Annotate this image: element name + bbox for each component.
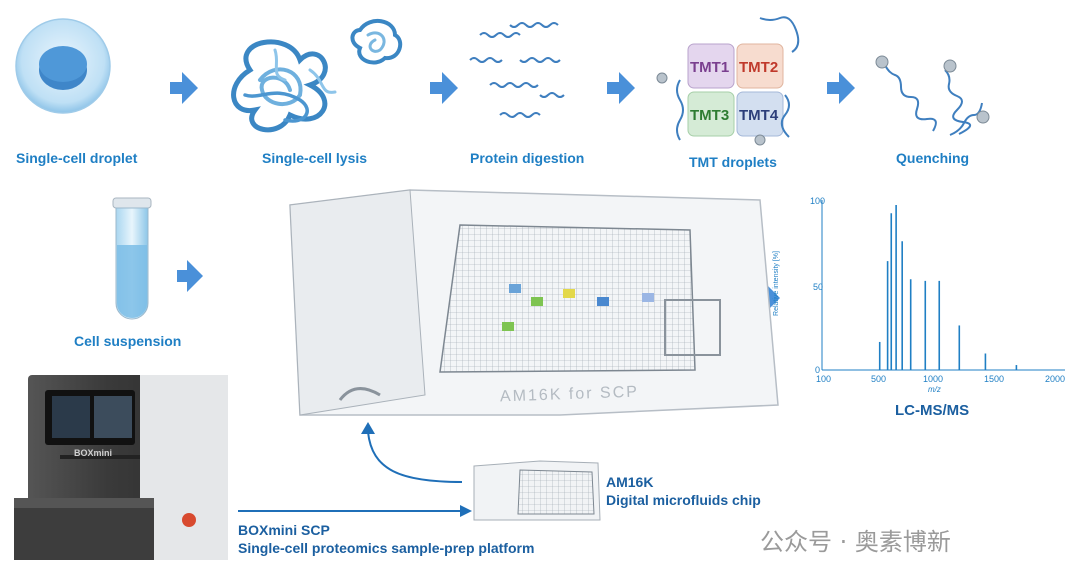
tmt3-tag: TMT3 — [690, 107, 730, 124]
platform-description: Single-cell proteomics sample-prep platf… — [238, 540, 535, 556]
tmt2-tag: TMT2 — [739, 59, 779, 76]
label-protein-digestion: Protein digestion — [470, 150, 585, 166]
y-tick-50: 50 — [813, 282, 824, 292]
tmt1-tag: TMT1 — [690, 59, 730, 76]
label-single-cell-droplet: Single-cell droplet — [16, 150, 138, 166]
chip-description: Digital microfluids chip — [606, 492, 761, 508]
spectrum-x-label: m/z — [928, 385, 941, 394]
quenching-illustration — [875, 55, 990, 136]
label-cell-suspension: Cell suspension — [74, 333, 182, 349]
label-quenching: Quenching — [896, 150, 970, 166]
test-tube — [112, 197, 152, 320]
curved-arrow-head — [361, 422, 375, 434]
boxmini-machine — [14, 375, 228, 560]
x-tick-2000: 2000 — [1045, 374, 1066, 384]
tmt-grid — [656, 16, 800, 146]
label-tmt-droplets: TMT droplets — [689, 154, 777, 170]
machine-brand: BOXmini — [74, 448, 113, 458]
chip-illustration — [289, 189, 779, 416]
y-tick-0: 0 — [815, 365, 821, 375]
spectrum-title: LC-MS/MS — [895, 402, 970, 419]
spectrum-y-label: Relative intensity [%] — [772, 251, 780, 316]
lysis-illustration — [231, 19, 403, 133]
x-tick-1500: 1500 — [984, 374, 1005, 384]
curved-arrow — [367, 431, 463, 483]
label-single-cell-lysis: Single-cell lysis — [262, 150, 368, 166]
platform-name: BOXmini SCP — [238, 522, 330, 538]
x-tick-1000: 1000 — [923, 374, 944, 384]
small-chip — [473, 460, 601, 521]
tmt4-tag: TMT4 — [739, 107, 779, 124]
x-tick-500: 500 — [871, 374, 887, 384]
droplet-illustration — [15, 18, 111, 114]
x-tick-100: 100 — [816, 374, 832, 384]
platform-arrow-head — [460, 505, 472, 517]
peptide-fragments — [469, 22, 565, 118]
y-tick-100: 100 — [810, 196, 826, 206]
chip-name: AM16K — [606, 474, 654, 490]
spectrum-chart — [821, 200, 1065, 371]
watermark: 公众号 · 奥素博新 — [760, 528, 951, 556]
